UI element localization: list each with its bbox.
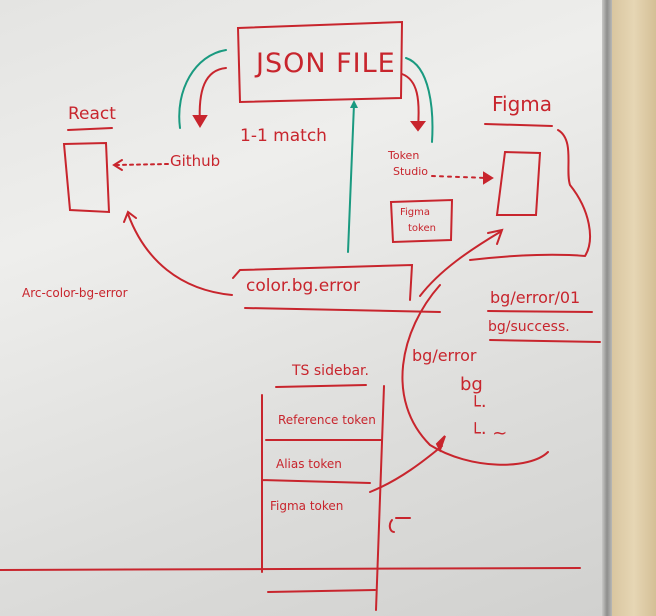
color-token-box bbox=[232, 263, 414, 301]
react-label: React bbox=[68, 104, 116, 124]
react-underline bbox=[67, 127, 113, 131]
wood-wall bbox=[612, 0, 656, 616]
color-token-label: color.bg.error bbox=[246, 276, 360, 296]
stray-mark bbox=[388, 517, 411, 533]
whiteboard-frame bbox=[602, 0, 612, 616]
sidebar-item-reference-token: Reference token bbox=[278, 413, 376, 427]
arrow-color-token-to-figma bbox=[419, 231, 501, 297]
json-file-box bbox=[236, 20, 404, 104]
teal-arrow-json-to-github bbox=[178, 49, 227, 129]
teal-arrow-json-to-tokenstudio bbox=[405, 57, 434, 143]
figma-name-1: bg/error/01 bbox=[490, 288, 581, 307]
figma-underline bbox=[484, 123, 553, 127]
arrow-json-to-github bbox=[198, 67, 227, 125]
sidebar-item-figma-token: Figma token bbox=[270, 499, 344, 513]
ts-sidebar-title: TS sidebar. bbox=[292, 363, 369, 379]
figma-token-box-label-2: token bbox=[408, 223, 436, 234]
figma-token-box-label-1: Figma bbox=[400, 207, 431, 218]
arrow-tokenstudio-to-figma bbox=[431, 175, 489, 179]
css-variable-label: Arc-color-bg-error bbox=[22, 286, 128, 300]
token-studio-label-2: Studio bbox=[393, 165, 429, 178]
figma-name-2: bg/success. bbox=[488, 319, 570, 335]
figma-label: Figma bbox=[492, 92, 553, 116]
horizontal-line bbox=[0, 567, 581, 571]
json-file-label: JSON FILE bbox=[256, 48, 396, 79]
react-box bbox=[62, 141, 111, 214]
figma-token-arrow bbox=[369, 445, 443, 493]
group-bg-label: bg bbox=[460, 374, 483, 395]
figma-token-box bbox=[389, 198, 454, 244]
teal-arrow-color-to-json bbox=[347, 103, 355, 253]
token-studio-label-1: Token bbox=[388, 149, 420, 162]
tree-branch-2: └· ~ bbox=[470, 423, 508, 444]
arrow-json-to-tokenstudio bbox=[401, 73, 420, 129]
color-token-underline bbox=[244, 307, 441, 313]
github-label: Github bbox=[170, 152, 221, 170]
figma-name-underline-2 bbox=[489, 339, 601, 343]
group-bracket bbox=[401, 284, 549, 466]
tree-branch-1: └· bbox=[470, 396, 487, 417]
figma-loop bbox=[469, 129, 591, 261]
figma-name-underline-1 bbox=[487, 310, 593, 313]
sidebar-frame bbox=[261, 384, 385, 611]
group-path-label: bg/error bbox=[412, 346, 477, 365]
arrow-color-token-to-react bbox=[127, 213, 233, 296]
figma-box bbox=[495, 150, 542, 216]
sidebar-item-alias-token: Alias token bbox=[276, 457, 342, 471]
arrow-github-to-react bbox=[115, 163, 169, 166]
match-label: 1-1 match bbox=[240, 126, 327, 146]
